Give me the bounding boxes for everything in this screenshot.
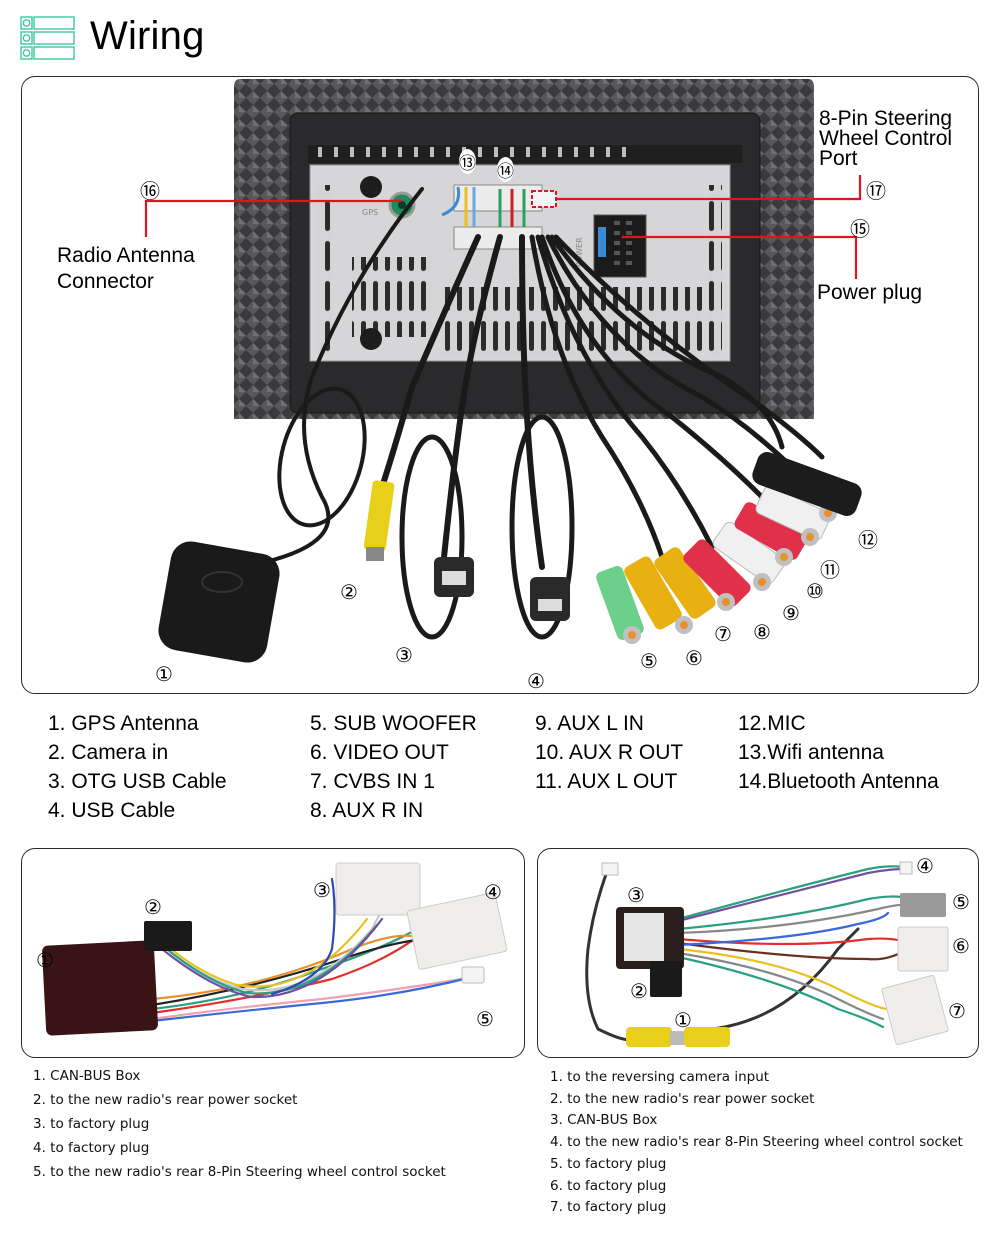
legend-item: 14.Bluetooth Antenna: [738, 770, 939, 793]
legend-item: 12.MIC: [738, 712, 806, 735]
wiring-diagram-panel: GPS POWER: [21, 76, 979, 694]
marker-3: ③: [395, 643, 413, 667]
marker-6: ⑥: [952, 934, 970, 958]
legend-item: 9. AUX L IN: [535, 712, 644, 735]
canbus-harness-panel-right: ③ ② ① ④ ⑤ ⑥ ⑦: [537, 848, 979, 1058]
marker-6: ⑥: [685, 646, 703, 670]
legend-item: 8. AUX R IN: [310, 799, 424, 822]
list-item: 4. to the new radio's rear 8-Pin Steerin…: [550, 1134, 963, 1151]
factory-plug-7: [881, 974, 949, 1046]
marker-3: ③: [627, 883, 645, 907]
factory-plug-4: [406, 892, 508, 970]
power-socket-plug: [650, 961, 682, 997]
page-title: Wiring: [90, 14, 205, 58]
harness-photo-right: [585, 861, 949, 1047]
list-item: 5. to the new radio's rear 8-Pin Steerin…: [33, 1164, 446, 1180]
marker-2: ②: [630, 979, 648, 1003]
legend-column-4: 12.MIC 13.Wifi antenna 14.Bluetooth Ante…: [738, 709, 939, 796]
list-item: 7. to factory plug: [550, 1199, 667, 1216]
list-item: 6. to factory plug: [550, 1177, 667, 1194]
power-socket-plug: [144, 921, 192, 951]
harness-right-list: 1. to the reversing camera input 2. to t…: [550, 1067, 963, 1219]
mic-jack: [752, 452, 862, 516]
marker-11: ⑪: [820, 558, 840, 582]
steering-wheel-port: [531, 190, 557, 208]
list-item: 1. CAN-BUS Box: [33, 1068, 141, 1084]
factory-plug-5: [900, 893, 946, 917]
head-unit-photo: GPS POWER: [144, 79, 862, 663]
marker-1: ①: [36, 948, 54, 972]
legend-item: 10. AUX R OUT: [535, 741, 684, 764]
marker-4: ④: [916, 854, 934, 878]
legend-item: 3. OTG USB Cable: [48, 770, 227, 793]
legend-item: 4. USB Cable: [48, 799, 176, 822]
steering-port-label: 8-Pin Steering Wheel Control Port: [819, 107, 953, 170]
list-item: 3. to factory plug: [33, 1116, 150, 1132]
marker-16: ⑯: [140, 179, 160, 203]
legend-item: 7. CVBS IN 1: [310, 770, 435, 793]
legend-item: 2. Camera in: [48, 741, 169, 764]
marker-17: ⑰: [866, 179, 886, 203]
canbus-box: [42, 940, 158, 1036]
canbus-harness-panel-left: ① ② ③ ④ ⑤: [21, 848, 525, 1058]
list-item: 3. CAN-BUS Box: [550, 1112, 658, 1129]
marker-4: ④: [527, 669, 545, 693]
marker-2: ②: [144, 895, 162, 919]
marker-14: ⑭: [497, 157, 514, 182]
list-item: 2. to the new radio's rear power socket: [550, 1090, 815, 1107]
svg-text:GPS: GPS: [362, 208, 378, 217]
legend-item: 11. AUX L OUT: [535, 770, 678, 793]
rca-connectors: [596, 485, 837, 644]
gps-antenna: [158, 541, 280, 663]
legend-item: 1. GPS Antenna: [48, 712, 199, 735]
marker-1: ①: [674, 1008, 692, 1032]
leader-lines: [144, 175, 862, 279]
legend-column-2: 5. SUB WOOFER 6. VIDEO OUT 7. CVBS IN 1 …: [310, 709, 477, 825]
marker-7: ⑦: [948, 999, 966, 1023]
marker-5: ⑤: [640, 649, 658, 673]
legend-item: 5. SUB WOOFER: [310, 712, 477, 735]
svg-text:POWER: POWER: [575, 237, 584, 267]
radio-antenna-label: Radio Antenna Connector: [57, 244, 195, 293]
legend-item: 6. VIDEO OUT: [310, 741, 449, 764]
legend-column-3: 9. AUX L IN 10. AUX R OUT 11. AUX L OUT: [535, 709, 683, 796]
list-item: 1. to the reversing camera input: [550, 1069, 770, 1085]
legend-column-1: 1. GPS Antenna 2. Camera in 3. OTG USB C…: [48, 709, 227, 825]
steering-port-leader: [556, 175, 862, 201]
list-item: 4. to factory plug: [33, 1140, 150, 1156]
marker-10: ⑩: [806, 579, 824, 603]
marker-8: ⑧: [753, 620, 771, 644]
power-plug-leader: [622, 235, 858, 279]
wifi-bt-connector: [453, 184, 543, 212]
reversing-camera-rca: [626, 1027, 672, 1047]
marker-12: ⑫: [858, 528, 878, 552]
steering-8pin-plug: [461, 966, 485, 984]
marker-4: ④: [484, 880, 502, 904]
list-item: 5. to factory plug: [550, 1155, 667, 1172]
marker-3: ③: [313, 878, 331, 902]
marker-9: ⑨: [782, 601, 800, 625]
marker-7: ⑦: [714, 622, 732, 646]
camera-rca: [363, 480, 395, 552]
legend-item: 13.Wifi antenna: [738, 741, 884, 764]
marker-5: ⑤: [952, 890, 970, 914]
marker-5: ⑤: [476, 1007, 494, 1031]
list-icon: [20, 16, 75, 60]
marker-2: ②: [340, 580, 358, 604]
steering-8pin-plug: [899, 861, 913, 875]
list-item: 2. to the new radio's rear power socket: [33, 1092, 298, 1108]
harness-left-list: 1. CAN-BUS Box 2. to the new radio's rea…: [33, 1064, 446, 1184]
harness-photo-left: [42, 862, 508, 1036]
factory-plug-6: [897, 926, 949, 972]
radio-antenna-leader: [144, 199, 402, 237]
marker-15: ⑮: [850, 217, 870, 241]
factory-plug-3: [335, 862, 421, 916]
power-plug-label: Power plug: [817, 281, 923, 304]
marker-13: ⑬: [459, 149, 476, 174]
marker-1: ①: [155, 662, 173, 686]
